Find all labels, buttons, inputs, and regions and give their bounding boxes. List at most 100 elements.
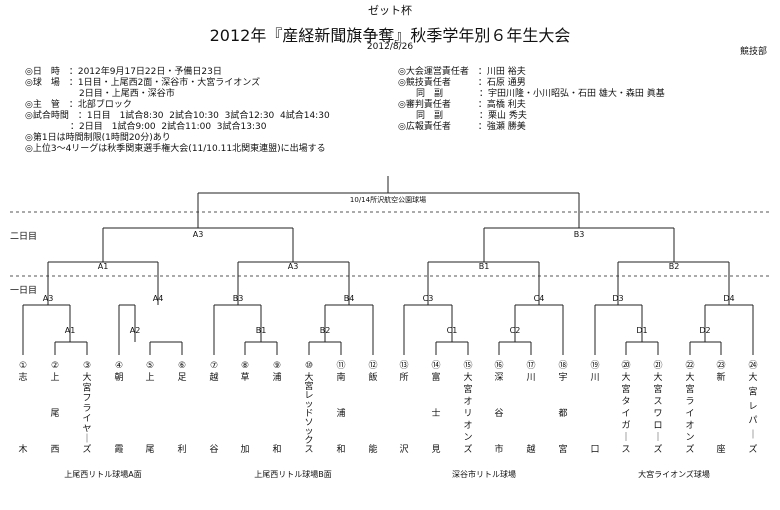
team-name-char: 都 (558, 408, 567, 419)
team-name-char: ン (463, 433, 472, 443)
team-name-char: ｜ (748, 430, 757, 441)
day2-b1-label: B1 (479, 262, 490, 271)
day2-b2-label: B2 (669, 262, 680, 271)
team-name-char: ｜ (82, 434, 91, 445)
team-name-char: 士 (431, 407, 440, 419)
team-name-char: 谷 (209, 444, 218, 455)
day1-label: 一日目 (10, 286, 38, 296)
team-number-10: ⑩ (305, 361, 313, 371)
info-line-venue-day2: 2日目・上尾西・深谷市 (25, 89, 175, 99)
team-name-char: 上 (50, 372, 59, 383)
info-right-block: ◎大会運営責任者 ：川田 裕夫 ◎競技責任者 ：石原 通男 同 副 ：宇田川隆・… (398, 67, 665, 133)
info-line-pr: ◎広報責任者 ：強瀬 勝美 (398, 122, 526, 132)
team-name-char: ド (304, 409, 313, 419)
day2-a1-label: A1 (98, 262, 109, 271)
team-name-char: 深 (494, 372, 503, 383)
team-name-char: 市 (494, 443, 503, 455)
team-name-char: レ (304, 391, 313, 401)
team-name-char: ガ (621, 420, 630, 431)
team-name-char: ン (685, 433, 694, 443)
team-name-char: 沢 (399, 443, 408, 455)
team-name-char: 尾 (50, 408, 59, 419)
info-line-date: ◎日 時 ：2012年9月17日22日・予備日23日 (25, 67, 222, 77)
info-line-time-day1: ◎試合時間 ：1日目 1試合8:30 2試合10:30 3試合12:30 4試合… (25, 111, 330, 121)
team-name-char: ズ (653, 443, 662, 455)
team-name-char: ッ (304, 400, 313, 410)
info-line-umpire-deputy: 同 副 ：栗山 秀夫 (398, 111, 527, 121)
team-name-char: 霞 (114, 444, 123, 455)
venue-label-4: 大宮ライオンズ球場 (638, 469, 710, 479)
team-name-char: 口 (590, 445, 599, 455)
team-name-char: 草 (240, 371, 249, 383)
team-name-char: 越 (209, 371, 218, 383)
team-name-char: 宮 (685, 383, 694, 395)
team-name-char: 志 (18, 371, 27, 383)
team-name-char: 川 (526, 373, 535, 383)
team-name-char: 宮 (748, 385, 757, 397)
team-name-char: ワ (653, 409, 662, 419)
venue-label-2: 上尾西リトル球場B面 (254, 469, 332, 479)
team-name-char: ズ (463, 443, 472, 455)
team-name-char: 越 (526, 443, 535, 455)
team-number-15: ⑮ (463, 360, 472, 371)
team-name-char: フ (82, 394, 91, 404)
final-venue-label: 10/14所沢航空公園球場 (350, 195, 426, 204)
team-name-char: 見 (431, 444, 440, 455)
team-number-23: ㉓ (716, 360, 725, 371)
team-name-char: 大 (748, 371, 757, 383)
team-number-13: ⑬ (399, 360, 408, 371)
team-name-char: 谷 (494, 408, 503, 419)
team-name-char: 西 (50, 444, 59, 455)
team-name-char: オ (463, 396, 472, 407)
team-name-char: ヤ (82, 424, 91, 434)
info-line-venue: ◎球 場 ：1日目・上尾西2面・深谷市・大宮ライオンズ (25, 78, 261, 88)
team-name-char: ロ (653, 421, 662, 431)
team-name-char: タ (621, 396, 630, 407)
team-name-char: リ (463, 409, 472, 419)
team-name-char: 宇 (558, 371, 567, 383)
team-number-1: ① (19, 361, 27, 371)
team-number-14: ⑭ (431, 360, 440, 371)
team-number-5: ⑤ (146, 361, 154, 371)
info-line-manager: ◎大会運営責任者 ：川田 裕夫 (398, 67, 526, 77)
team-name-char: 宮 (558, 443, 567, 455)
team-name-char: 足 (177, 372, 186, 383)
document-date: 2012/8/26 (366, 42, 414, 52)
team-name-char: 宮 (653, 383, 662, 395)
team-number-2: ② (51, 361, 59, 371)
department-label: 競技部 (740, 47, 768, 57)
team-number-17: ⑰ (526, 360, 535, 371)
team-number-16: ⑯ (494, 360, 503, 371)
team-name-char: 南 (336, 371, 345, 383)
team-name-char: ス (304, 445, 313, 455)
team-name-char: レ (748, 402, 757, 412)
team-name-char: 利 (177, 443, 186, 455)
day2-right-label: B3 (574, 230, 585, 239)
team-name-char: 宮 (82, 381, 91, 393)
team-number-4: ④ (115, 361, 123, 371)
team-name-char: ス (653, 397, 662, 407)
team-name-char: 和 (272, 444, 281, 455)
team-name-char: ズ (748, 443, 757, 455)
venue-label-1: 上尾西リトル球場A面 (64, 469, 141, 479)
team-number-19: ⑲ (590, 360, 599, 371)
team-number-24: ㉔ (748, 360, 757, 371)
team-name-char: 宮 (304, 380, 313, 392)
team-name-char: 浦 (336, 407, 345, 419)
team-name-char: 和 (336, 444, 345, 455)
team-name-char: 大 (685, 371, 694, 383)
team-name-char: ク (304, 435, 313, 446)
team-name-char: 川 (590, 373, 599, 383)
day2-label: 二日目 (10, 232, 38, 242)
team-name-char: ラ (82, 403, 91, 414)
team-name-char: 飯 (368, 371, 377, 383)
team-number-7: ⑦ (210, 361, 218, 371)
team-number-11: ⑪ (336, 360, 345, 371)
team-name-char: ラ (685, 396, 694, 407)
team-name-char: イ (82, 414, 91, 424)
venue-label-3: 深谷市リトル球場 (452, 469, 516, 479)
team-number-6: ⑥ (178, 361, 186, 371)
team-name-char: 朝 (114, 372, 123, 383)
team-name-char: 宮 (621, 383, 630, 395)
